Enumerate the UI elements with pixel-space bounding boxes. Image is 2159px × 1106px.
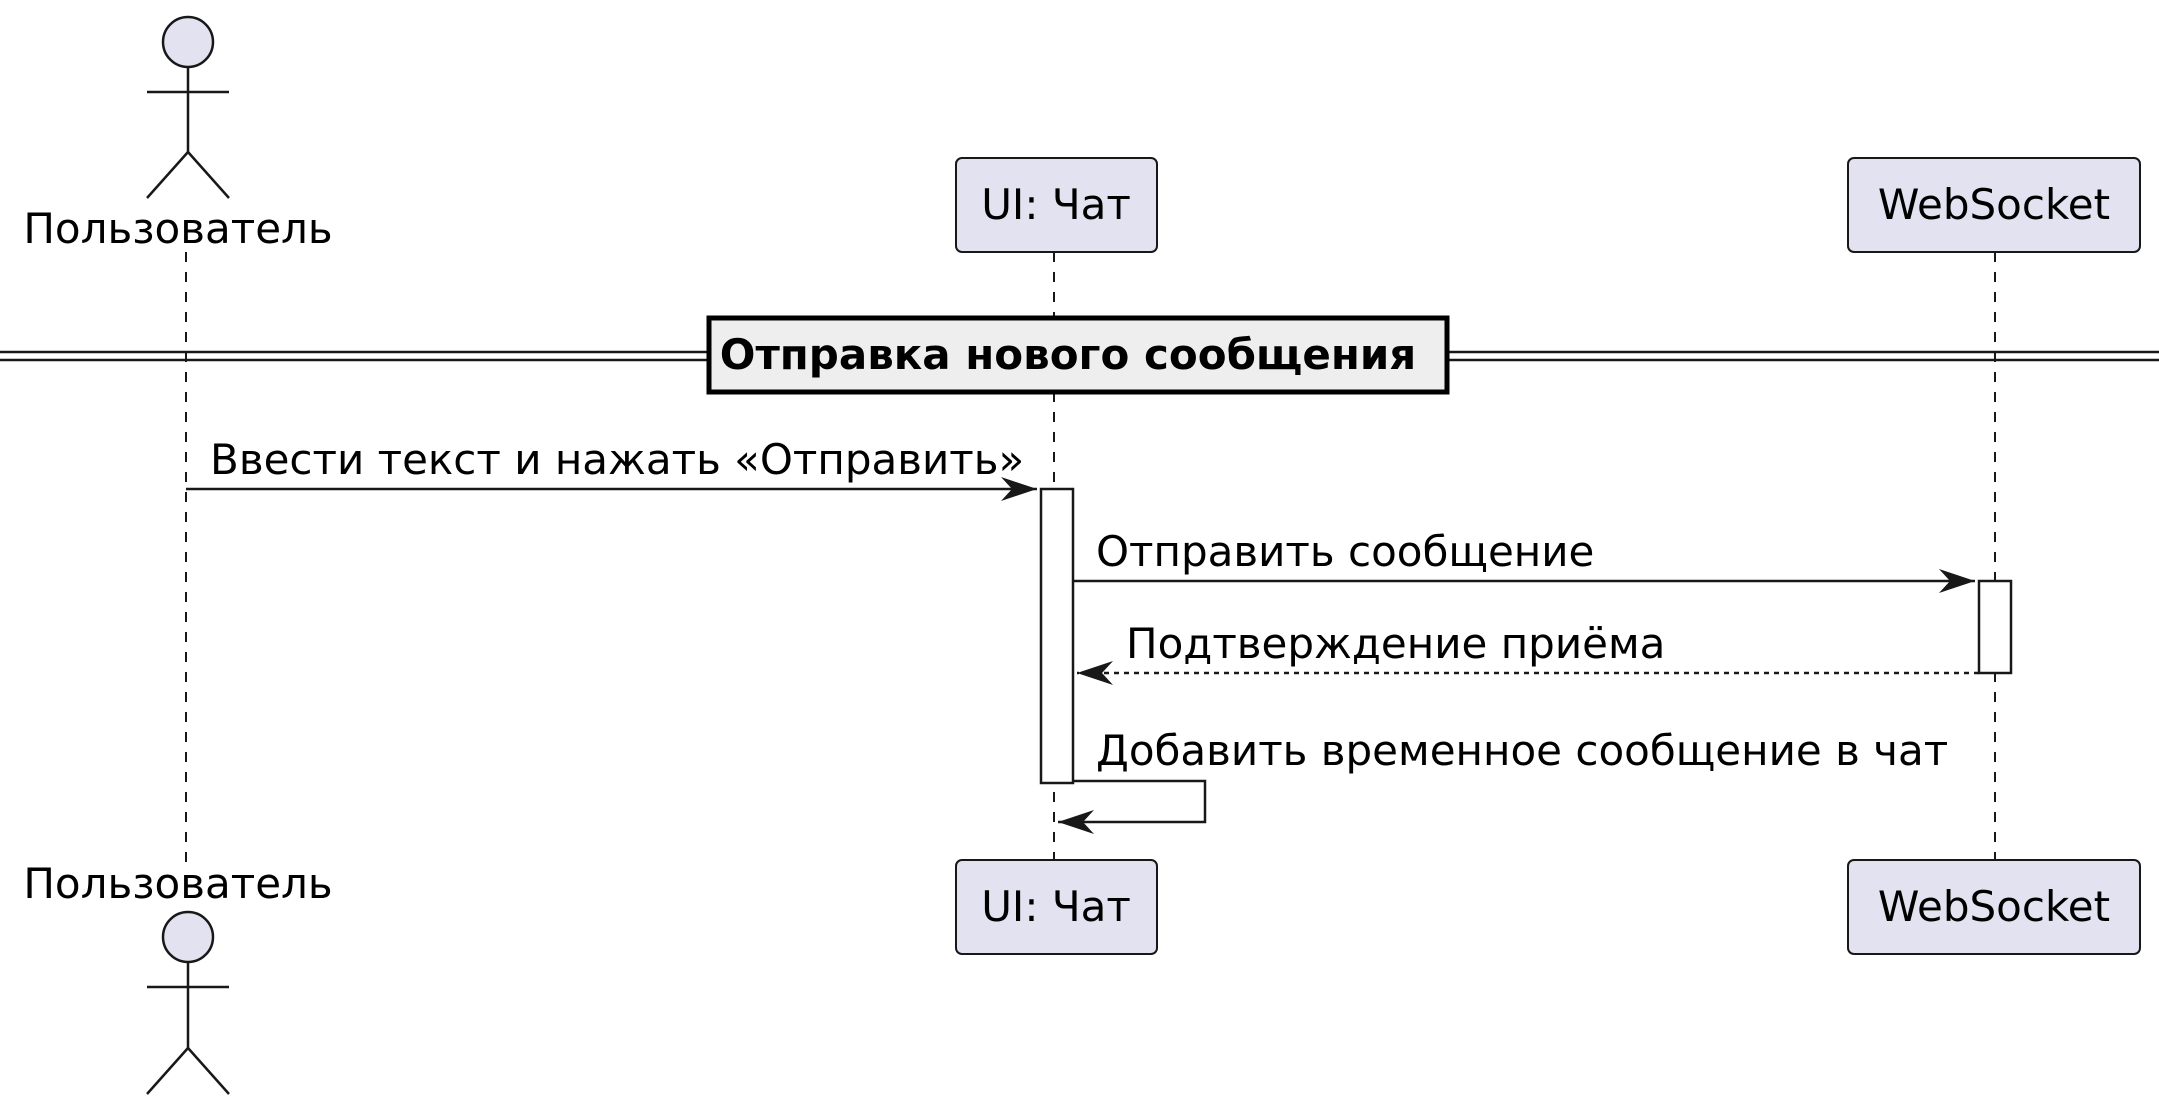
participant-label-user-bottom: Пользователь (23, 859, 332, 908)
actor-head (161, 910, 215, 964)
actor-user-top (146, 15, 230, 199)
message-label-2: Отправить сообщение (1096, 527, 1594, 576)
participant-label-websocket-bottom: WebSocket (1878, 882, 2110, 931)
participant-label-ui-top: UI: Чат (981, 180, 1131, 229)
participant-box-websocket-top (1847, 157, 2141, 253)
actor-head (161, 15, 215, 69)
actor-leg-left (146, 1047, 189, 1095)
participant-box-websocket-bottom (1847, 859, 2141, 955)
separator: Отправка нового сообщения (0, 315, 2159, 395)
actor-leg-left (146, 151, 189, 199)
activation-ui (1039, 487, 1075, 785)
participant-label-user-top: Пользователь (23, 204, 332, 253)
actor-leg-right (187, 1047, 230, 1095)
separator-box (706, 315, 1450, 395)
participant-box-ui-top (955, 157, 1158, 253)
actor-leg-right (187, 151, 230, 199)
participant-label-ui-bottom: UI: Чат (981, 882, 1131, 931)
message-arrow-4 (1058, 779, 1207, 834)
activation-websocket (1977, 579, 2013, 675)
message-label-1: Ввести текст и нажать «Отправить» (210, 435, 1024, 484)
participant-label-websocket-top: WebSocket (1878, 180, 2110, 229)
actor-user-bottom (146, 910, 230, 1095)
message-label-3: Подтверждение приёма (1126, 619, 1665, 668)
separator-label: Отправка нового сообщения (720, 330, 1417, 379)
message-label-4: Добавить временное сообщение в чат (1096, 726, 1948, 775)
participant-box-ui-bottom (955, 859, 1158, 955)
